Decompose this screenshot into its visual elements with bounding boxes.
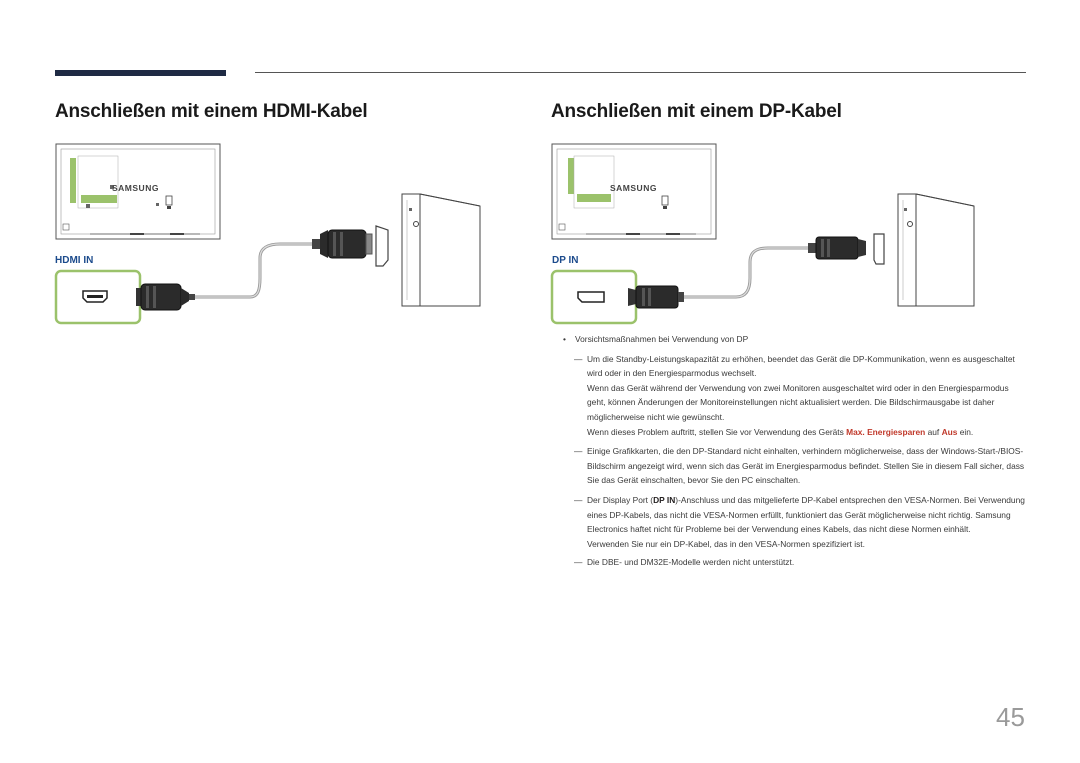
setting-off: Aus — [941, 426, 958, 437]
hdmi-connection-diagram: SAMSUNG — [54, 143, 481, 325]
pc-dp-port — [873, 233, 885, 265]
note-4: ―Die DBE- und DM32E-Modelle werden nicht… — [574, 557, 795, 568]
note-1: ―Um die Standby-Leistungskapazität zu er… — [574, 353, 1015, 379]
hdmi-port-icon — [82, 290, 108, 303]
note-3-paragraph-2: Verwenden Sie nur ein DP-Kabel, das in d… — [587, 538, 865, 549]
note-1-paragraph-3: Wenn dieses Problem auftritt, stellen Si… — [587, 426, 974, 437]
setting-max-energy-saving: Max. Energiesparen — [846, 426, 926, 437]
monitor-brand-logo: SAMSUNG — [610, 183, 657, 193]
hdmi-plug-port-side — [136, 283, 195, 311]
notes-bullet: •Vorsichtsmaßnahmen bei Verwendung von D… — [563, 334, 749, 344]
pc-tower — [897, 193, 975, 307]
note-1-paragraph-2: Wenn das Gerät während der Verwendung vo… — [587, 382, 1009, 422]
monitor-back-panel — [55, 143, 221, 240]
section-title-hdmi: Anschließen mit einem HDMI-Kabel — [55, 101, 368, 122]
note-2: ―Einige Grafikkarten, die den DP-Standar… — [574, 446, 1025, 486]
dp-plug-port-side — [628, 285, 684, 309]
dp-connection-diagram: SAMSUNG — [550, 143, 975, 325]
section-title-dp: Anschließen mit einem DP-Kabel — [551, 101, 842, 122]
hdmi-plug-pc-side — [312, 229, 373, 259]
dp-in-label: DP IN — [552, 255, 579, 266]
dp-plug-pc-side — [808, 236, 866, 260]
monitor-brand-logo: SAMSUNG — [112, 183, 159, 193]
pc-hdmi-port — [375, 225, 389, 267]
dp-precautions-notes: •Vorsichtsmaßnahmen bei Verwendung von D… — [563, 332, 1029, 570]
header-accent-bar — [55, 70, 226, 76]
dp-port-icon — [577, 291, 605, 303]
page-number: 45 — [996, 702, 1025, 732]
note-3: ―Der Display Port (DP IN)-Anschluss und … — [574, 494, 1025, 535]
monitor-back-panel — [551, 143, 717, 240]
pc-tower — [401, 193, 481, 307]
hdmi-in-label: HDMI IN — [55, 255, 94, 266]
header-rule — [255, 72, 1026, 73]
